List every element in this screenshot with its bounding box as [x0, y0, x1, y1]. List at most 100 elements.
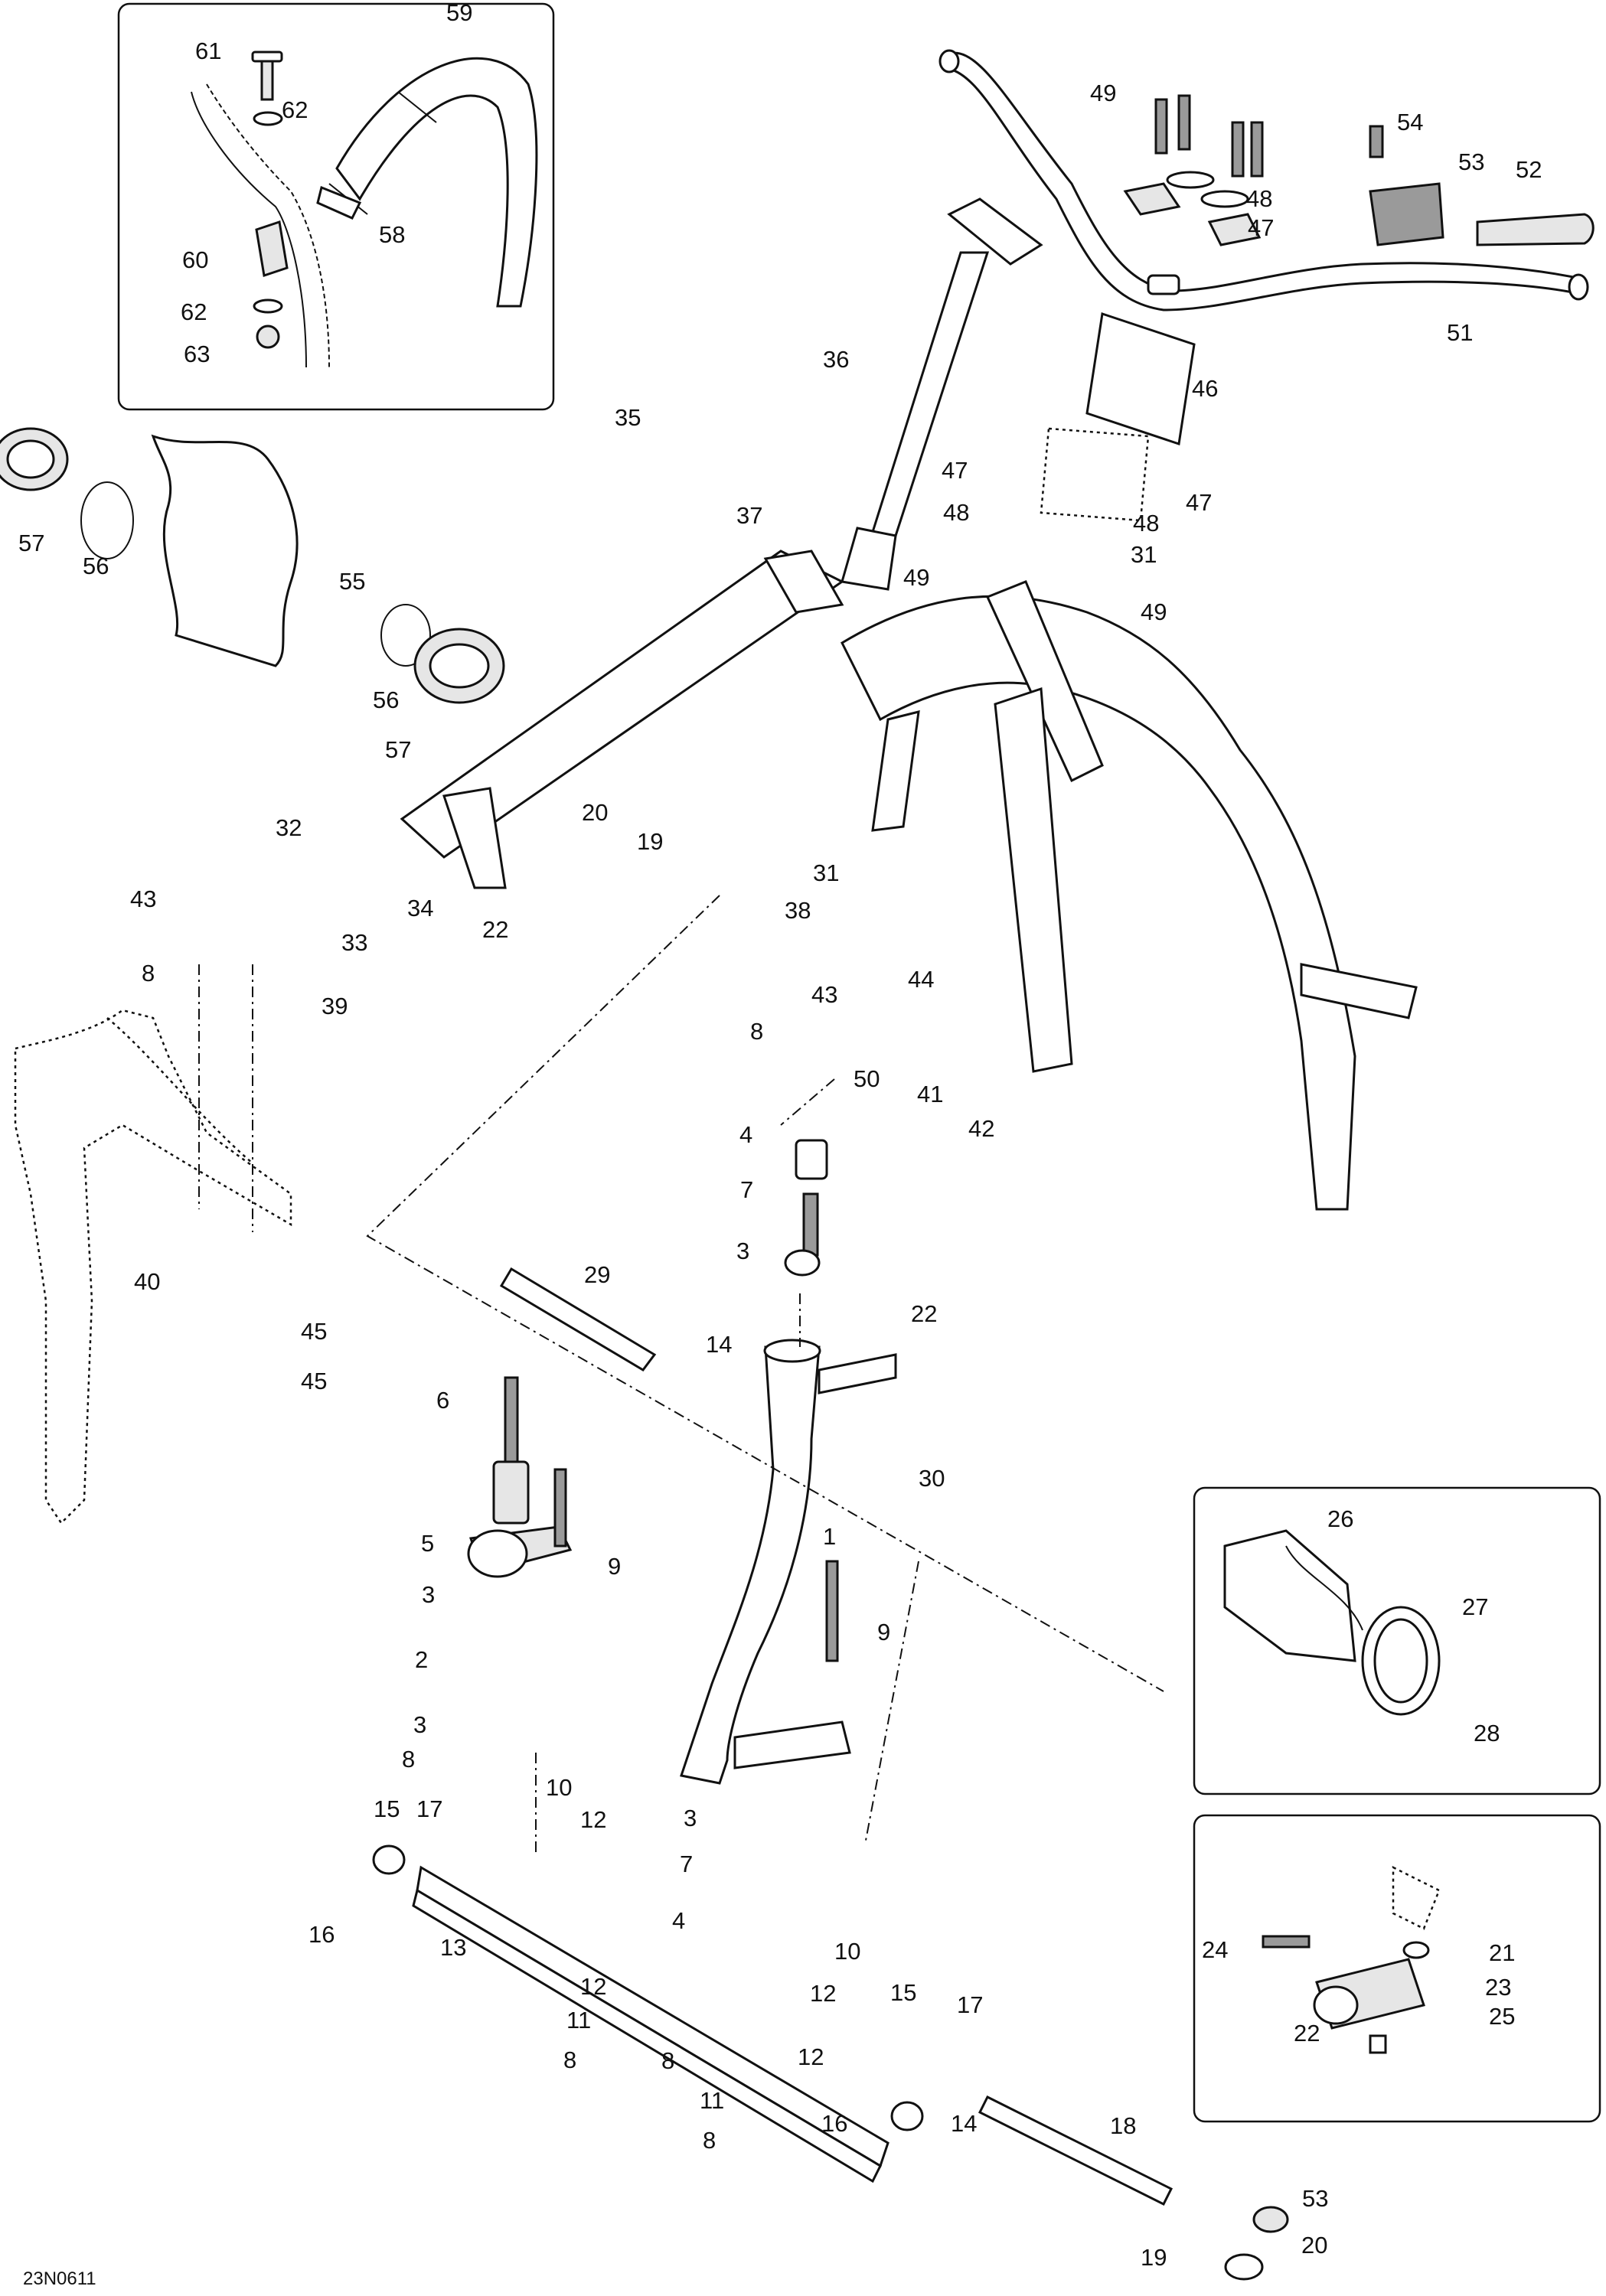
callout-32: 32	[276, 814, 302, 841]
callout-43: 43	[811, 981, 837, 1008]
callout-8: 8	[661, 2047, 674, 2074]
steering-arm-1	[680, 1339, 897, 1785]
callout-6: 6	[436, 1387, 449, 1414]
callout-14: 14	[706, 1331, 732, 1358]
callout-59: 59	[446, 0, 472, 26]
callout-38: 38	[785, 897, 811, 924]
boot-detail	[1223, 1529, 1441, 1716]
callout-9: 9	[877, 1619, 890, 1645]
callout-7: 7	[740, 1176, 753, 1203]
tie-rod-ends	[372, 1844, 1289, 2281]
callout-53: 53	[1458, 148, 1484, 175]
steering-arm-detail	[1262, 1865, 1441, 2054]
callout-12: 12	[580, 1973, 606, 2000]
callout-61: 61	[195, 38, 221, 64]
callout-39: 39	[322, 993, 348, 1019]
callout-4: 4	[739, 1121, 752, 1148]
callout-14: 14	[951, 2110, 977, 2137]
seal-rings	[0, 427, 505, 704]
callout-3: 3	[413, 1711, 426, 1738]
callout-15: 15	[374, 1795, 400, 1822]
callout-53: 53	[1302, 2185, 1328, 2212]
detail-box-steering-arm	[1193, 1814, 1601, 2123]
callout-44: 44	[908, 966, 934, 993]
callout-45: 45	[301, 1318, 327, 1345]
callout-12: 12	[810, 1980, 836, 2007]
lower-bracket-2	[467, 1525, 573, 1578]
callout-19: 19	[1141, 2244, 1167, 2271]
callout-8: 8	[563, 2047, 576, 2073]
callout-41: 41	[917, 1081, 943, 1107]
callout-22: 22	[482, 916, 508, 943]
handlebar-clamps-top	[1123, 94, 1384, 246]
callout-27: 27	[1462, 1593, 1488, 1620]
callout-49: 49	[1090, 80, 1116, 106]
callout-22: 22	[911, 1300, 937, 1327]
callout-7: 7	[680, 1851, 693, 1877]
callout-5: 5	[421, 1530, 434, 1557]
callout-24: 24	[1202, 1936, 1228, 1963]
callout-31: 31	[1131, 541, 1157, 568]
callout-28: 28	[1474, 1720, 1500, 1746]
callout-36: 36	[823, 346, 849, 373]
callout-40: 40	[134, 1268, 160, 1295]
bolts-and-spacers	[492, 1139, 839, 1662]
steering-tube	[400, 550, 844, 889]
callout-9: 9	[608, 1553, 621, 1580]
frame-left-dotted	[14, 1009, 292, 1525]
callout-54: 54	[1397, 109, 1423, 135]
callout-1: 1	[823, 1523, 836, 1550]
callout-31: 31	[813, 859, 839, 886]
callout-47: 47	[1186, 489, 1212, 516]
callout-30: 30	[919, 1465, 945, 1492]
callout-45: 45	[301, 1368, 327, 1394]
detail-box-boot	[1193, 1486, 1601, 1795]
callout-42: 42	[968, 1115, 994, 1142]
callout-60: 60	[182, 246, 208, 273]
callout-50: 50	[854, 1065, 880, 1092]
callout-12: 12	[580, 1806, 606, 1833]
callout-10: 10	[546, 1774, 572, 1801]
handlebar-pad-detail	[191, 51, 538, 368]
callout-10: 10	[834, 1938, 860, 1965]
callout-37: 37	[736, 502, 762, 529]
callout-18: 18	[1110, 2112, 1136, 2139]
handlebar	[938, 49, 1589, 311]
callout-57: 57	[385, 736, 411, 763]
callout-22: 22	[1294, 2020, 1320, 2047]
callout-35: 35	[615, 404, 641, 431]
callout-47: 47	[1248, 214, 1274, 241]
callout-3: 3	[422, 1581, 435, 1608]
callout-48: 48	[1133, 510, 1159, 536]
callout-63: 63	[184, 341, 210, 367]
figure-reference: 23N0611	[23, 2268, 96, 2289]
assembly-lines	[198, 895, 1164, 1852]
callout-48: 48	[1246, 185, 1272, 212]
callout-3: 3	[684, 1805, 697, 1831]
callout-48: 48	[943, 499, 969, 526]
callout-8: 8	[142, 960, 155, 987]
steering-support	[841, 312, 1418, 1211]
callout-11: 11	[700, 2087, 724, 2114]
callout-26: 26	[1327, 1505, 1353, 1532]
callout-51: 51	[1447, 319, 1473, 346]
tie-rod-lower-18	[978, 2095, 1173, 2206]
callout-21: 21	[1489, 1939, 1515, 1966]
callout-16: 16	[821, 2110, 847, 2137]
detail-box-handlebar-pad	[117, 2, 555, 411]
callout-55: 55	[339, 568, 365, 595]
callout-62: 62	[282, 96, 308, 123]
callout-46: 46	[1192, 375, 1218, 402]
callout-56: 56	[373, 687, 399, 713]
callout-43: 43	[130, 885, 156, 912]
callout-62: 62	[181, 298, 207, 325]
protector-55	[151, 434, 299, 667]
callout-8: 8	[750, 1018, 763, 1045]
callout-20: 20	[582, 799, 608, 826]
callout-16: 16	[308, 1921, 335, 1948]
callout-34: 34	[407, 895, 433, 921]
callout-3: 3	[736, 1238, 749, 1264]
callout-19: 19	[637, 828, 663, 855]
